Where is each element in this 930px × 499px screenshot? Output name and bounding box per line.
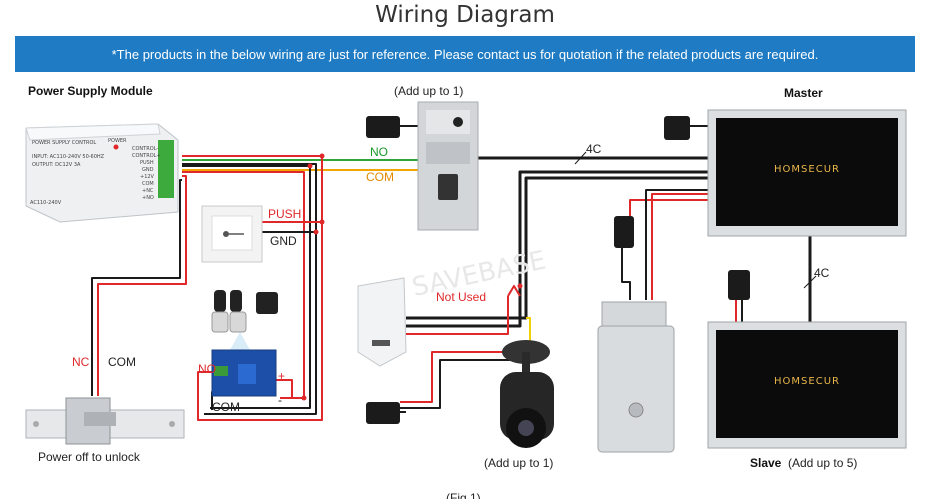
power-adapter-icon: POWER SUPPLY CONTROL INPUT: AC110-240V 5… xyxy=(25,123,179,223)
psu-terminal-7: +NO xyxy=(142,195,154,201)
exit-button-icon xyxy=(201,205,263,263)
power-off-to-unlock-label: Power off to unlock xyxy=(38,450,141,464)
door-station-icon xyxy=(417,101,479,231)
power-supply-module-label: Power Supply Module xyxy=(28,84,153,98)
fig-label: (Fig.1) xyxy=(446,491,481,499)
master-label: Master xyxy=(784,86,823,100)
psu-ac-text: AC110-240V xyxy=(30,200,62,206)
psu-input-text: INPUT: AC110-240V 50-60HZ xyxy=(32,154,105,160)
monitor-brand-master: HOMSECUR xyxy=(774,164,840,175)
gnd-label: GND xyxy=(270,234,297,248)
electric-lock-icon xyxy=(597,301,675,453)
com-label: COM xyxy=(366,170,394,184)
psu-terminal-5: COM xyxy=(142,181,154,187)
monitor-slave-icon: HOMSECUR xyxy=(707,321,907,449)
monitor-brand-slave: HOMSECUR xyxy=(774,376,840,387)
slave-label: Slave xyxy=(750,456,782,470)
notice-text: *The products in the below wiring are ju… xyxy=(111,46,819,62)
psu-title-text: POWER SUPPLY CONTROL xyxy=(32,140,96,146)
psu-terminal-3: GND xyxy=(142,167,154,173)
wires xyxy=(91,125,817,421)
strike-lock-icon xyxy=(25,397,185,445)
psu-power-text: POWER xyxy=(108,138,127,144)
four-c-right-label: 4C xyxy=(814,266,830,280)
not-used-label: Not Used xyxy=(436,290,486,304)
com-relay-label: COM xyxy=(212,400,240,414)
adapter-door-icon xyxy=(366,116,400,138)
psu-terminal-1: CONTROL+ xyxy=(132,153,161,159)
notice-banner: *The products in the below wiring are ju… xyxy=(15,36,915,72)
add-up-to-1-bottom-label: (Add up to 1) xyxy=(484,456,553,470)
psu-terminal-4: +12V xyxy=(140,174,155,180)
monitor-icon: HOMSECUR xyxy=(707,109,907,237)
psu-terminal-0: CONTROL- xyxy=(132,146,158,152)
psu-terminal-6: +NC xyxy=(142,188,154,194)
plus-label: + xyxy=(278,369,285,383)
psu-output-text: OUTPUT: DC12V 3A xyxy=(32,162,81,168)
four-c-top-label: 4C xyxy=(586,142,602,156)
add-up-to-5-label: (Add up to 5) xyxy=(788,456,857,470)
adapter-slave-icon xyxy=(728,270,750,300)
push-label: PUSH xyxy=(268,207,301,221)
com-lock-label: COM xyxy=(108,355,136,369)
add-up-to-1-top-label: (Add up to 1) xyxy=(394,84,463,98)
no-label: NO xyxy=(370,145,388,159)
remote-control-icon xyxy=(211,290,278,350)
relay-board-icon xyxy=(211,349,277,397)
camera-icon xyxy=(500,340,554,448)
adapter-master-icon xyxy=(664,116,690,140)
psu-terminal-2: PUSH xyxy=(140,160,154,166)
adapter-lock-icon xyxy=(614,216,634,248)
adapter-camera-icon xyxy=(366,402,400,424)
pir-sensor-icon xyxy=(357,277,407,367)
nc-label: NC xyxy=(72,355,90,369)
no-relay-label: NO xyxy=(198,362,216,376)
minus-label: - xyxy=(278,393,282,407)
page-title: Wiring Diagram xyxy=(375,2,555,28)
